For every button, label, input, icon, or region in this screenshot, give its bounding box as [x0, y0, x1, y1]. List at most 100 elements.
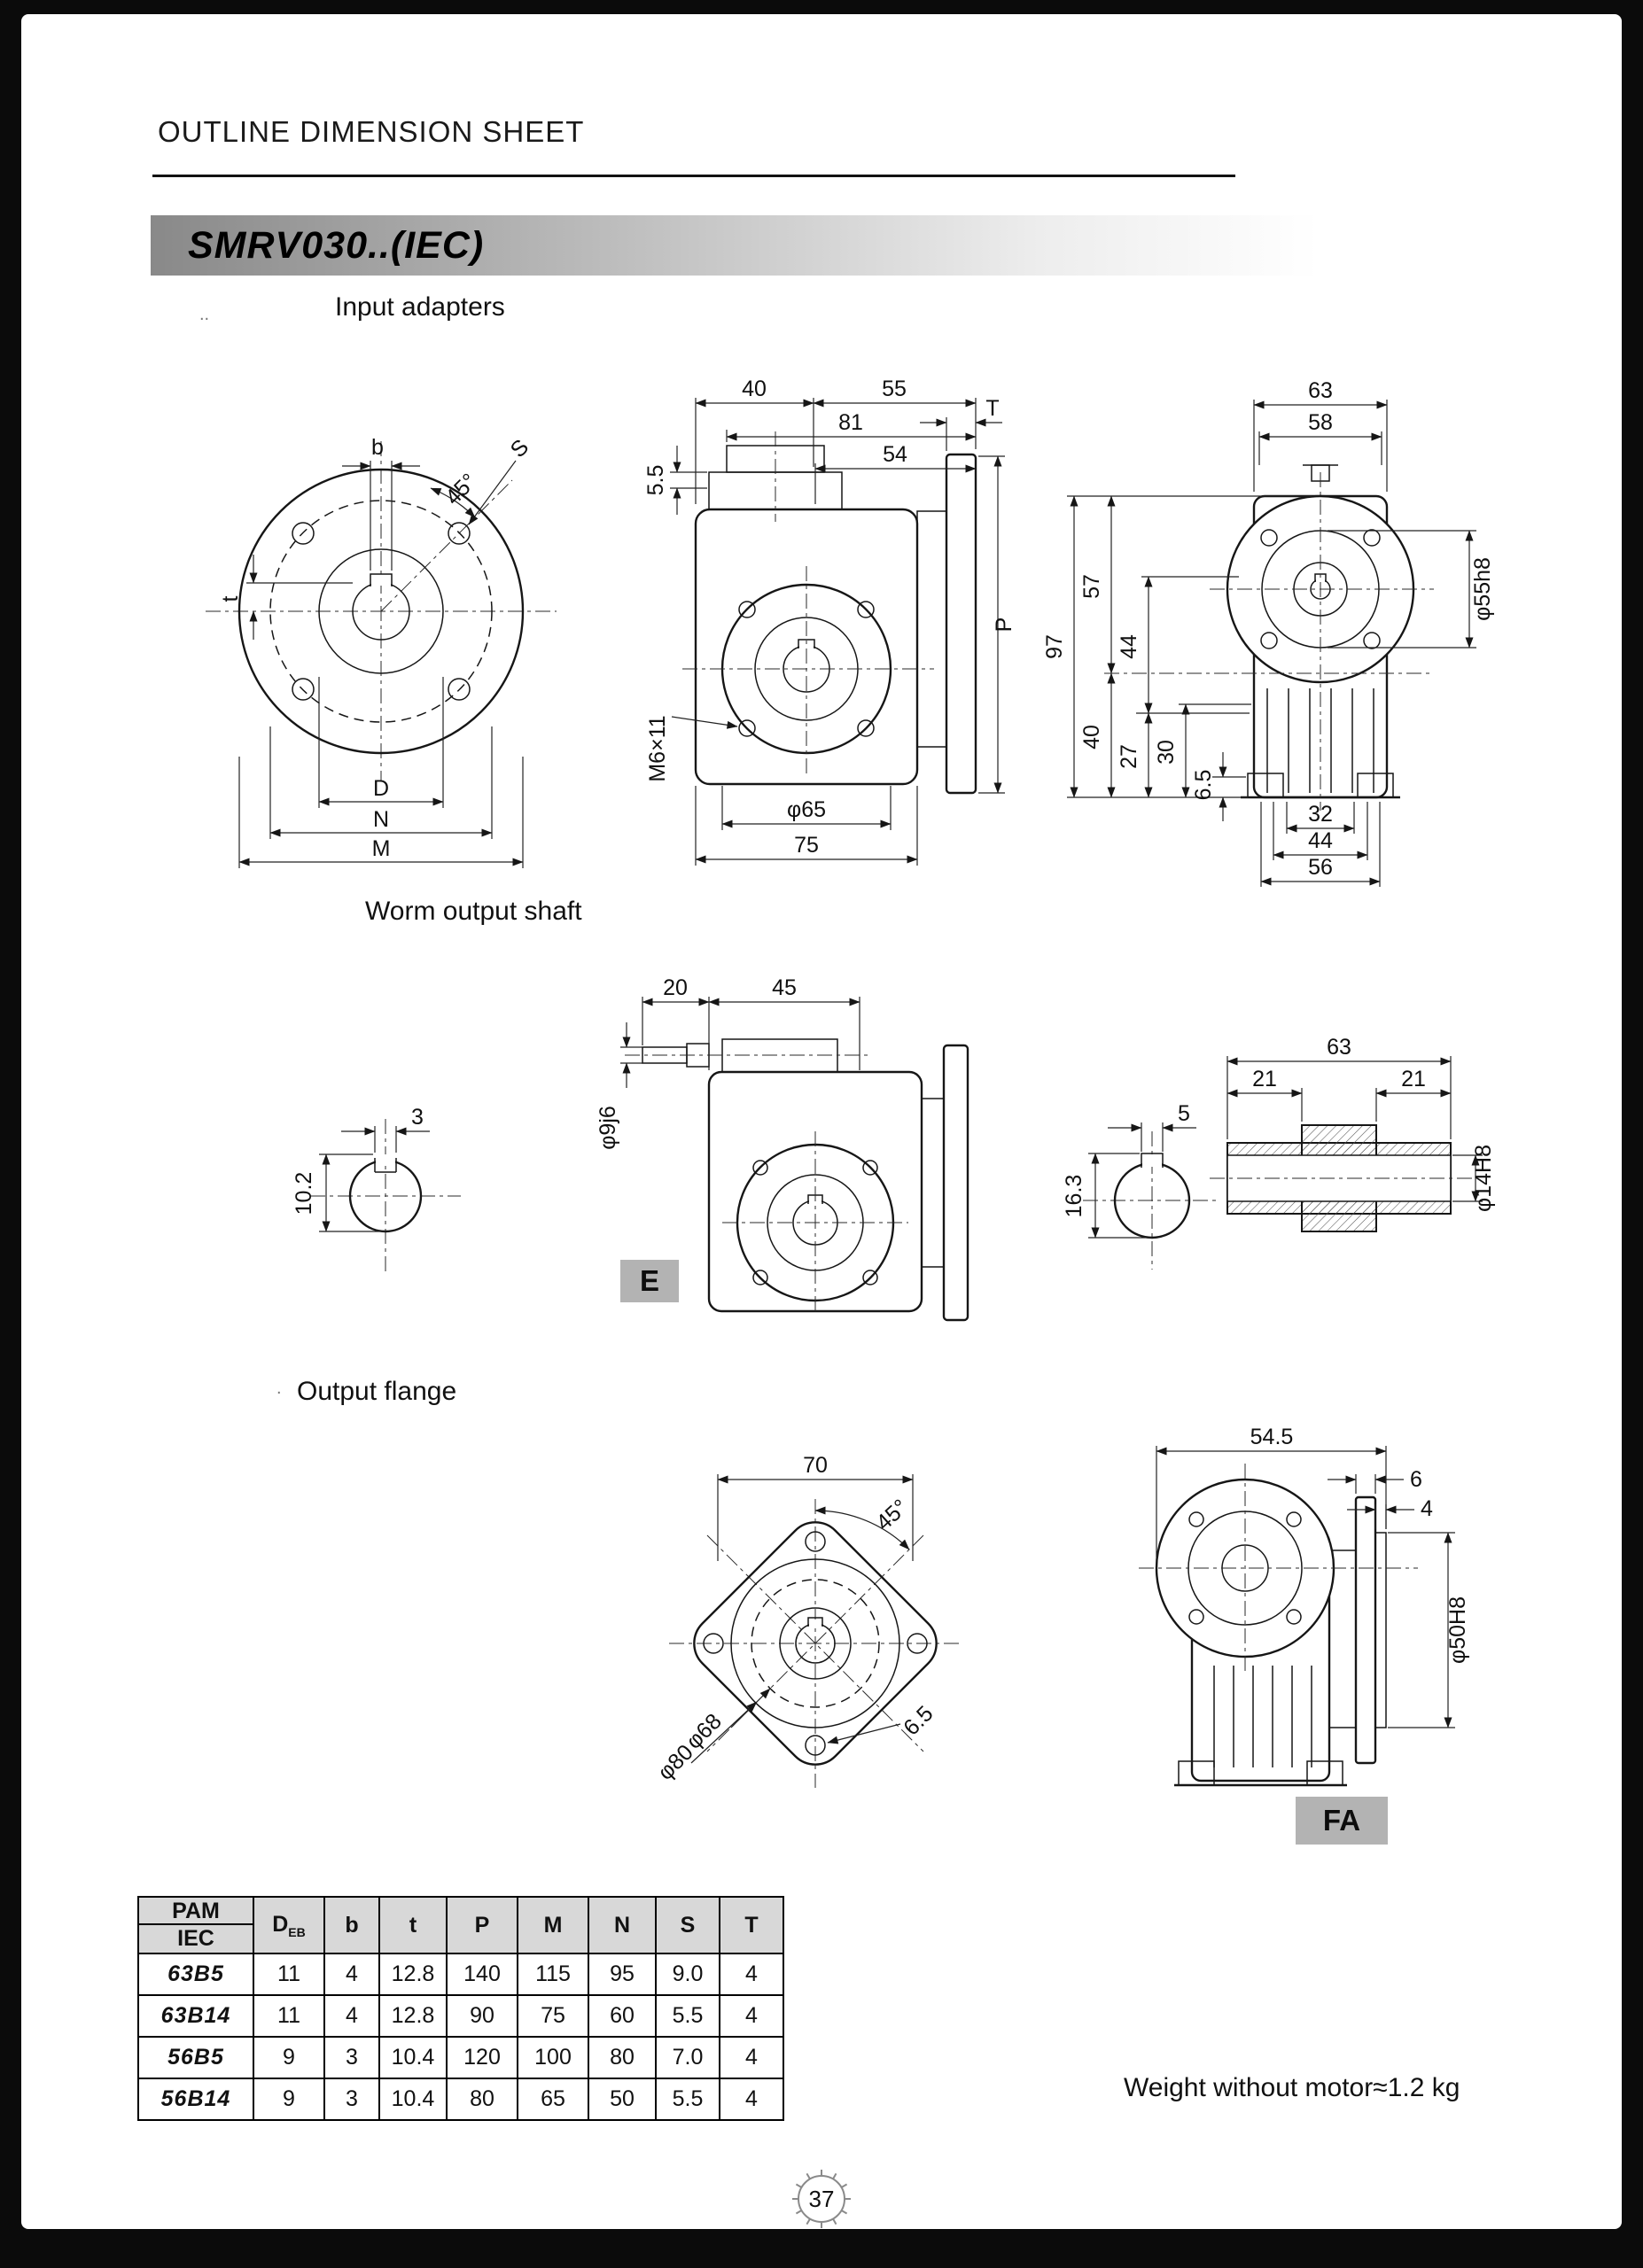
- cell-model: 63B14: [137, 1994, 254, 2038]
- drawing-output-bushing: 63 21 21 φ14H8: [1210, 1035, 1496, 1232]
- bore-end-dimensions: 5 16.3: [1062, 1101, 1196, 1239]
- dim-label-6: 6: [1410, 1467, 1422, 1492]
- title-rule: [152, 175, 1235, 177]
- col-header-b: b: [323, 1896, 380, 1954]
- dim-label-81: 81: [838, 410, 863, 435]
- shaft-end-dimensions: 3 10.2: [292, 1105, 430, 1232]
- drawing-output-flange-front: 70 45° φ68 φ80 6.5: [653, 1453, 962, 1788]
- input-back-dimensions: 63 58 97 57 40 44 27 30 6.5: [1042, 378, 1495, 887]
- cell-model: 63B5: [137, 1953, 254, 1996]
- cell-b: 4: [323, 1953, 380, 1996]
- worm-side-dimensions: 20 45 φ9j6: [596, 975, 860, 1150]
- cell-m: 100: [517, 2036, 589, 2079]
- worm-side-geometry: [625, 1038, 969, 1322]
- drawing-bore-end: 5 16.3: [1062, 1101, 1216, 1270]
- input-side-geometry: [682, 431, 977, 795]
- badge-fa: FA: [1296, 1797, 1388, 1845]
- cell-t: 12.8: [378, 1994, 448, 2038]
- cell-s: 9.0: [655, 1953, 720, 1996]
- dim-label-45w: 45: [772, 975, 797, 1000]
- dim-label-5-5: 5.5: [643, 465, 668, 496]
- dim-label-N: N: [373, 807, 389, 832]
- dim-label-5: 5: [1178, 1101, 1190, 1126]
- dim-label-m6x11: M6×11: [645, 715, 670, 781]
- dim-label-55: 55: [882, 377, 907, 401]
- dim-label-70: 70: [803, 1453, 828, 1478]
- cell-s: 7.0: [655, 2036, 720, 2079]
- section-output-flange: Output flange: [297, 1377, 457, 1406]
- gear-icon: [792, 2170, 851, 2228]
- cell-d: 11: [253, 1953, 325, 1996]
- bushing-geometry: [1210, 1124, 1477, 1232]
- drawing-input-adapter-front: b S 45° t D N M: [206, 435, 557, 868]
- dim-label-21r: 21: [1401, 1067, 1426, 1091]
- cell-s: 5.5: [655, 1994, 720, 2038]
- col-header-tt: T: [719, 1896, 784, 1954]
- input-back-geometry: [1104, 464, 1434, 811]
- section-input-adapters: Input adapters: [335, 292, 505, 322]
- page-number-gear: 37: [792, 2170, 851, 2228]
- cell-tt: 4: [719, 2078, 784, 2121]
- deb-sub: EB: [288, 1924, 306, 1939]
- dim-label-T: T: [985, 396, 999, 421]
- col-header-n: N: [588, 1896, 657, 1954]
- dim-label-97: 97: [1042, 634, 1067, 659]
- drawing-input-adapter-side: 40 55 81 54 T 5.5 P M6×11: [643, 377, 1016, 866]
- drawing-input-adapter-back: 63 58 97 57 40 44 27 30 6.5: [1042, 378, 1495, 887]
- section-worm-output-shaft: Worm output shaft: [365, 897, 582, 926]
- dim-label-45deg: 45°: [871, 1495, 913, 1535]
- cell-p: 90: [446, 1994, 518, 2038]
- page: [21, 14, 1622, 2229]
- cell-p: 120: [446, 2036, 518, 2079]
- dim-label-M: M: [372, 836, 391, 861]
- page-title: OUTLINE DIMENSION SHEET: [158, 115, 585, 148]
- dim-label-phi9j6: φ9j6: [596, 1106, 620, 1150]
- col-header-p: P: [446, 1896, 518, 1954]
- pam-iec-table: PAM IEC DEB b t P M N S T 63B5 11 4 12.8…: [137, 1896, 784, 2121]
- dim-label-D: D: [373, 776, 389, 801]
- table-row: 56B14 9 3 10.4 80 65 50 5.5 4: [137, 2078, 784, 2121]
- flange-side-dimensions: 54.5 6 4 φ50H8: [1156, 1425, 1470, 1728]
- bushing-dimensions: 63 21 21 φ14H8: [1226, 1035, 1496, 1212]
- print-artifact-dot: .: [276, 1379, 282, 1398]
- cell-tt: 4: [719, 1994, 784, 2038]
- table-row: 56B5 9 3 10.4 120 100 80 7.0 4: [137, 2036, 784, 2079]
- dim-label-20: 20: [663, 975, 688, 1000]
- model-name: SMRV030..(IEC): [188, 223, 485, 267]
- dim-label-16-3: 16.3: [1062, 1175, 1086, 1218]
- dim-label-10-2: 10.2: [292, 1172, 316, 1216]
- cell-b: 3: [323, 2078, 380, 2121]
- deb-main: D: [272, 1911, 289, 1937]
- dim-label-slot6-5: 6.5: [899, 1701, 938, 1740]
- input-front-dimensions: b S 45° t D N M: [218, 435, 533, 868]
- table-row: 63B5 11 4 12.8 140 115 95 9.0 4: [137, 1953, 784, 1996]
- col-header-deb: DEB: [253, 1896, 325, 1954]
- cell-model: 56B5: [137, 2036, 254, 2079]
- dim-label-4: 4: [1421, 1496, 1433, 1521]
- cell-b: 3: [323, 2036, 380, 2079]
- drawing-worm-output-side: 20 45 φ9j6: [596, 975, 969, 1322]
- cell-p: 80: [446, 2078, 518, 2121]
- dim-label-27: 27: [1117, 744, 1141, 769]
- dim-label-54: 54: [883, 442, 907, 467]
- badge-e: E: [620, 1260, 679, 1302]
- cell-n: 95: [588, 1953, 657, 1996]
- col-header-m: M: [517, 1896, 589, 1954]
- dim-label-phi55h8: φ55h8: [1470, 557, 1495, 621]
- cell-tt: 4: [719, 1953, 784, 1996]
- dim-label-63b: 63: [1327, 1035, 1351, 1060]
- dim-label-56: 56: [1308, 855, 1333, 880]
- dim-label-57: 57: [1079, 574, 1104, 599]
- drawing-output-flange-side: 54.5 6 4 φ50H8: [1139, 1425, 1470, 1787]
- cell-t: 10.4: [378, 2078, 448, 2121]
- dim-label-3: 3: [411, 1105, 424, 1130]
- dim-label-44b: 44: [1308, 828, 1333, 853]
- flange-front-geometry: [669, 1499, 962, 1788]
- dim-label-44v: 44: [1117, 634, 1141, 659]
- dim-label-phi65: φ65: [787, 797, 826, 822]
- header-iec: IEC: [177, 1926, 214, 1951]
- dim-label-b: b: [371, 435, 384, 460]
- dim-label-phi68: φ68: [681, 1709, 727, 1754]
- dim-label-phi50h8: φ50H8: [1445, 1596, 1470, 1664]
- col-header-t: t: [378, 1896, 448, 1954]
